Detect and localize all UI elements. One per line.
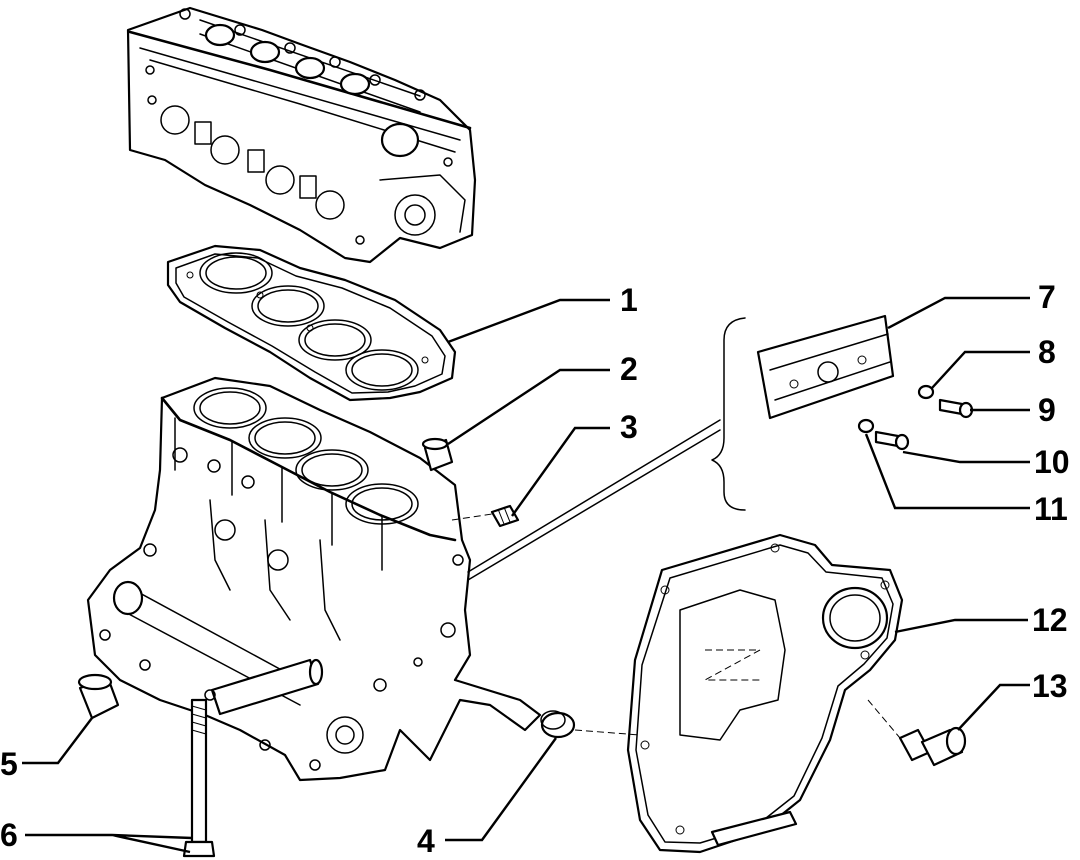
stud-bolt-6: [182, 698, 216, 858]
detail-pointer-a: [467, 429, 721, 581]
callout-7: 7: [1038, 279, 1056, 315]
callout-9: 9: [1038, 392, 1056, 428]
callout-3: 3: [620, 409, 638, 445]
leader-7: [887, 296, 1030, 330]
callout-4: 4: [417, 823, 435, 859]
callout-8: 8: [1038, 334, 1056, 370]
dowel-bush-2: [421, 437, 454, 472]
bolt-13: [898, 726, 967, 767]
leader-11: [864, 433, 1030, 510]
bracket-plate-7: [756, 314, 895, 420]
rear-plate-12: [626, 533, 904, 854]
callout-6: 6: [0, 817, 18, 853]
callout-11: 11: [1034, 491, 1068, 527]
detail-pointer-b: [467, 419, 721, 573]
callout-2: 2: [620, 351, 638, 387]
leader-4: [445, 737, 557, 842]
callout-1: 1: [620, 282, 638, 318]
guide-line-c: [867, 699, 901, 739]
leader-13: [957, 683, 1030, 731]
leader-3: [511, 426, 610, 517]
callout-13: 13: [1032, 668, 1068, 704]
bushing-4: [540, 710, 576, 739]
guide-line-a: [451, 513, 493, 521]
callout-5: 5: [0, 746, 18, 782]
leader-10: [902, 450, 1030, 464]
leader-8: [931, 350, 1030, 389]
callout-10: 10: [1034, 444, 1070, 480]
threaded-plug-3: [490, 504, 520, 528]
bolt-9: [938, 398, 974, 419]
leader-1: [447, 298, 610, 344]
washer-8: [917, 384, 935, 400]
callout-12: 12: [1032, 602, 1068, 638]
plug-cap-5: [77, 673, 120, 720]
leader-2: [447, 368, 610, 446]
leader-5: [22, 717, 93, 765]
washer-11: [857, 418, 875, 434]
bolt-10: [874, 430, 910, 451]
detail-bracket: [711, 317, 746, 511]
leader-6: [25, 833, 193, 854]
cylinder-block: [86, 376, 542, 782]
leader-12: [894, 618, 1028, 634]
cylinder-head: [126, 6, 477, 264]
head-gasket: [166, 244, 457, 402]
